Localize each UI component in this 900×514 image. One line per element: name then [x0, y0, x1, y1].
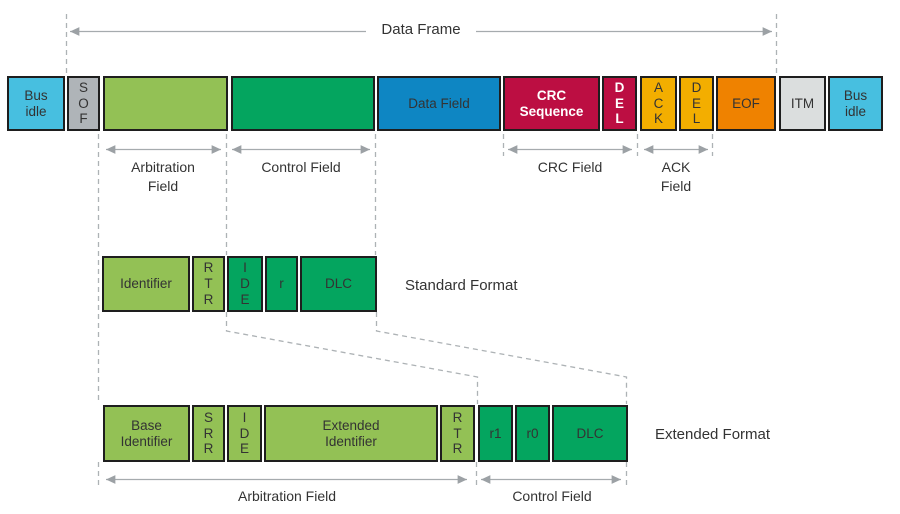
crc-field-label: CRC Field	[537, 159, 603, 175]
std-identifier: Identifier	[102, 256, 190, 312]
ext-r0: r0	[515, 405, 550, 462]
ext-r1: r1	[478, 405, 513, 462]
segment-data-field: Data Field	[377, 76, 501, 131]
data-frame-label: Data Frame	[381, 21, 461, 38]
std-r: r	[265, 256, 298, 312]
ack-field-label: ACK Field	[660, 159, 692, 194]
segment-ack: A C K	[640, 76, 677, 131]
ext-base-identifier: Base Identifier	[103, 405, 190, 462]
ext-srr: S R R	[192, 405, 225, 462]
control-field-label: Control Field	[261, 159, 341, 175]
std-ide: I D E	[227, 256, 263, 312]
segment-eof: EOF	[716, 76, 776, 131]
segment-control	[231, 76, 375, 131]
ext-ide: I D E	[227, 405, 262, 462]
segment-sof: S O F	[67, 76, 100, 131]
ext-extended-identifier: Extended Identifier	[264, 405, 438, 462]
std-rtr: R T R	[192, 256, 225, 312]
ext-rtr: R T R	[440, 405, 475, 462]
segment-arbitration	[103, 76, 228, 131]
bottom-arbitration-field-label: Arbitration Field	[237, 488, 337, 504]
segment-crc-del: D E L	[602, 76, 637, 131]
ext-dlc: DLC	[552, 405, 628, 462]
arbitration-field-label: Arbitration Field	[131, 159, 195, 194]
segment-bus-idle-right: Bus idle	[828, 76, 883, 131]
standard-format-title: Standard Format	[405, 277, 518, 294]
segment-ack-del: D E L	[679, 76, 714, 131]
std-dlc: DLC	[300, 256, 377, 312]
bottom-control-field-label: Control Field	[512, 488, 592, 504]
extended-format-title: Extended Format	[655, 426, 771, 443]
segment-bus-idle-left: Bus idle	[7, 76, 65, 131]
segment-itm: ITM	[779, 76, 826, 131]
segment-crc-sequence: CRC Sequence	[503, 76, 600, 131]
